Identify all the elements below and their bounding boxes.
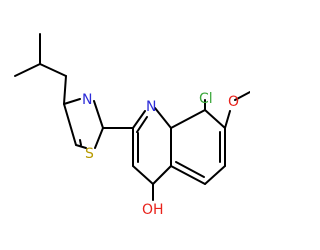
bond-c2-n1-inner <box>136 116 148 133</box>
bond-c4-c5 <box>63 103 77 146</box>
bond-c5-c4a-inner <box>175 161 205 178</box>
bond-c5-c4a <box>170 165 206 185</box>
bond-c8-c7 <box>204 109 226 129</box>
bond-isopropyl-methine <box>39 63 67 77</box>
atom-label-chlorine: Cl <box>199 91 213 107</box>
bond-c4-c5-double <box>79 139 82 146</box>
bond-isopropyl-thiazole <box>63 75 67 105</box>
bond-n3-c2 <box>93 100 104 129</box>
atom-label-thiazole-sulfur: S <box>85 146 94 162</box>
bond-c4a-c4 <box>152 165 172 185</box>
bond-s1-c2 <box>94 127 104 149</box>
bond-c7-o <box>224 110 231 129</box>
bond-isopropyl-methyl-left <box>14 63 41 77</box>
atom-label-hydroxyl: OH <box>142 202 164 218</box>
atom-label-quinoline-nitrogen: N <box>146 99 156 115</box>
bond-c8a-c8 <box>170 109 206 129</box>
bond-c4-c3 <box>132 165 154 185</box>
molecule-canvas: Cl O N N S OH <box>14 33 250 218</box>
bond-c6-c5 <box>204 165 226 185</box>
bond-c2-n1 <box>132 110 146 129</box>
bond-c4-n3 <box>63 98 81 105</box>
molecule-structure: Cl O N N S OH <box>14 33 250 218</box>
bond-lines <box>14 33 250 201</box>
atom-labels: Cl O N N S OH <box>82 91 239 218</box>
atom-label-methoxy-oxygen: O <box>228 94 239 110</box>
bond-o-methyl <box>234 91 250 101</box>
bond-c5-s1 <box>75 144 87 149</box>
bond-n1-c8a <box>154 107 172 129</box>
atom-label-thiazole-nitrogen: N <box>82 92 92 108</box>
